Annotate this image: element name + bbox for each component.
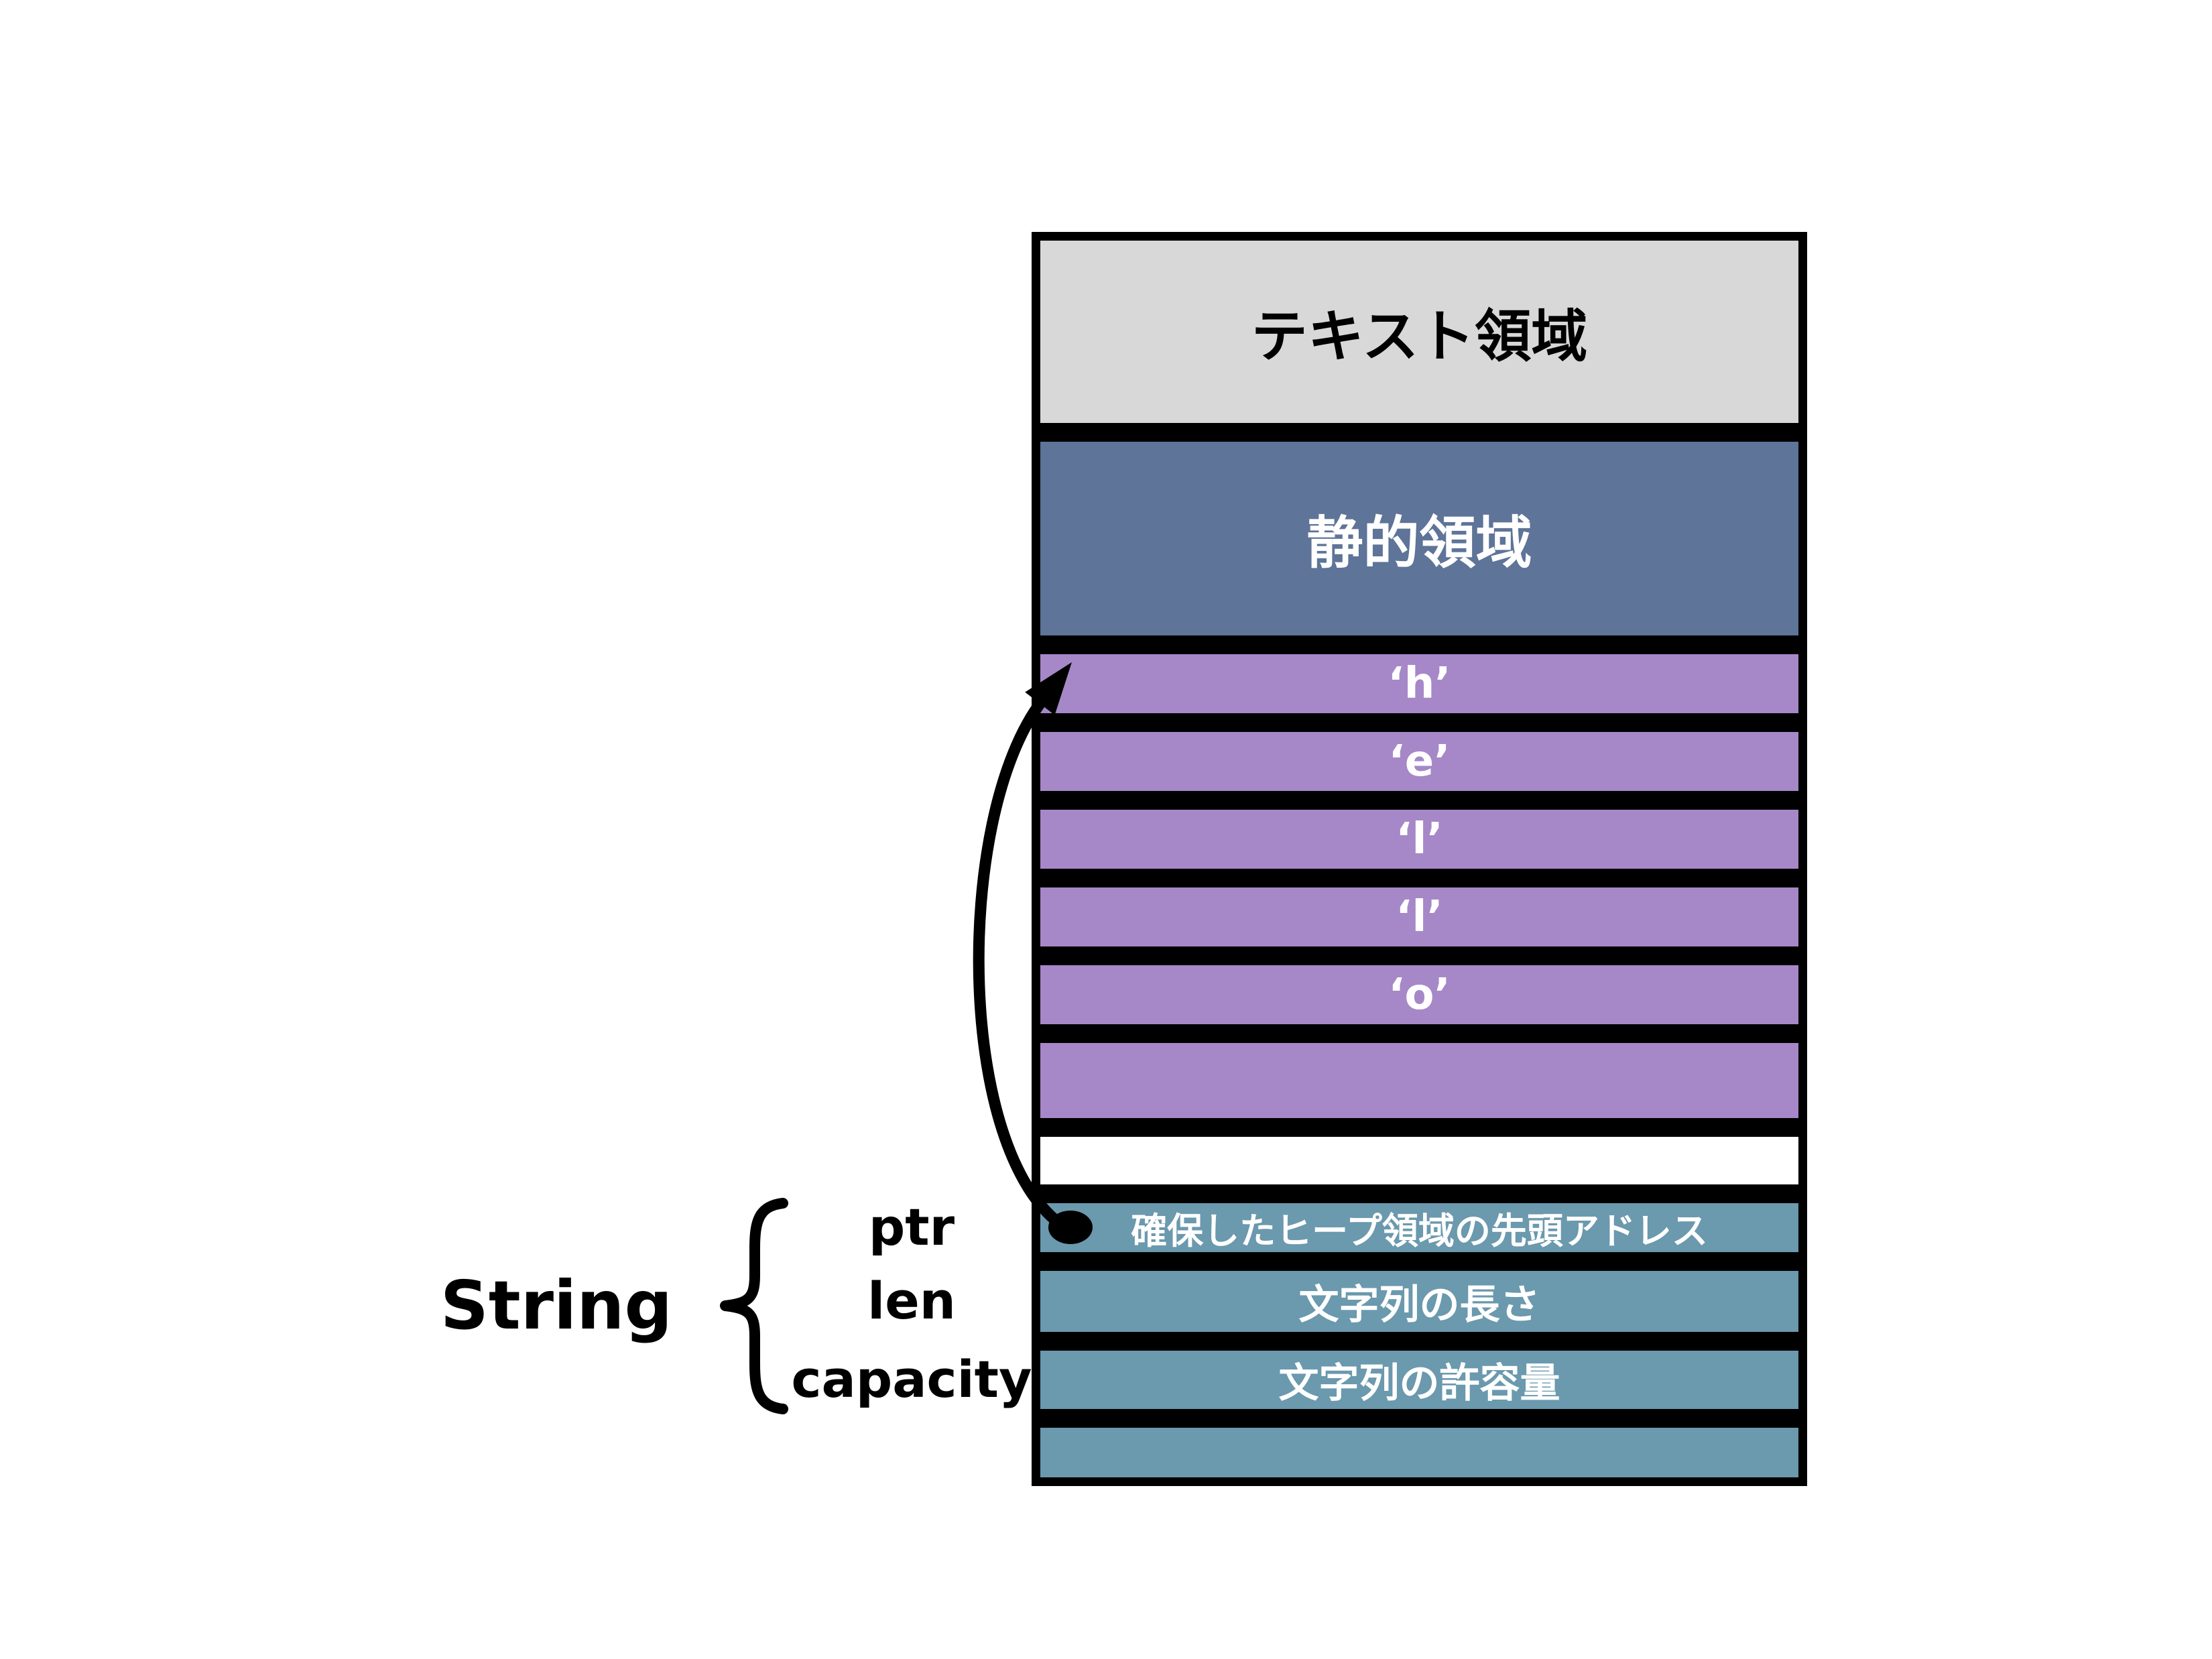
- field-label-ptr: ptr: [868, 1197, 955, 1257]
- memory-row-static-segment: 静的領域: [1040, 442, 1798, 635]
- memory-row-stack-unused: [1040, 1428, 1798, 1477]
- memory-layout-column: テキスト領域 静的領域 ‘h’ ‘e’ ‘l’ ‘l’ ‘o’ 確保したヒープ領…: [1032, 232, 1807, 1486]
- field-label-capacity: capacity: [791, 1349, 1032, 1409]
- stack-capacity-label: 文字列の許容量: [1278, 1360, 1560, 1407]
- memory-row-stack-len: 文字列の長さ: [1040, 1271, 1798, 1332]
- stack-len-label: 文字列の長さ: [1298, 1282, 1540, 1329]
- stack-ptr-label: 確保したヒープ領域の先頭アドレス: [1131, 1210, 1708, 1252]
- memory-row-stack-ptr: 確保したヒープ領域の先頭アドレス: [1040, 1203, 1798, 1252]
- memory-row-heap-cell-l2: ‘l’: [1040, 887, 1798, 946]
- memory-row-heap-cell-e: ‘e’: [1040, 732, 1798, 791]
- string-struct-title: String: [440, 1266, 673, 1345]
- memory-row-heap-cell-h: ‘h’: [1040, 654, 1798, 713]
- field-label-len: len: [867, 1271, 956, 1331]
- memory-row-heap-unused: [1040, 1043, 1798, 1118]
- heap-cell-l2-label: ‘l’: [1396, 892, 1443, 942]
- heap-cell-e-label: ‘e’: [1388, 737, 1451, 786]
- heap-cell-h-label: ‘h’: [1388, 659, 1451, 709]
- memory-row-heap-cell-l1: ‘l’: [1040, 810, 1798, 869]
- static-segment-label: 静的領域: [1306, 510, 1532, 576]
- heap-cell-l1-label: ‘l’: [1396, 814, 1443, 864]
- text-segment-label: テキスト領域: [1251, 303, 1588, 369]
- heap-cell-o-label: ‘o’: [1388, 970, 1451, 1020]
- memory-row-gap: [1040, 1137, 1798, 1184]
- memory-row-text-segment: テキスト領域: [1040, 241, 1798, 423]
- memory-row-heap-cell-o: ‘o’: [1040, 965, 1798, 1024]
- memory-row-stack-capacity: 文字列の許容量: [1040, 1351, 1798, 1409]
